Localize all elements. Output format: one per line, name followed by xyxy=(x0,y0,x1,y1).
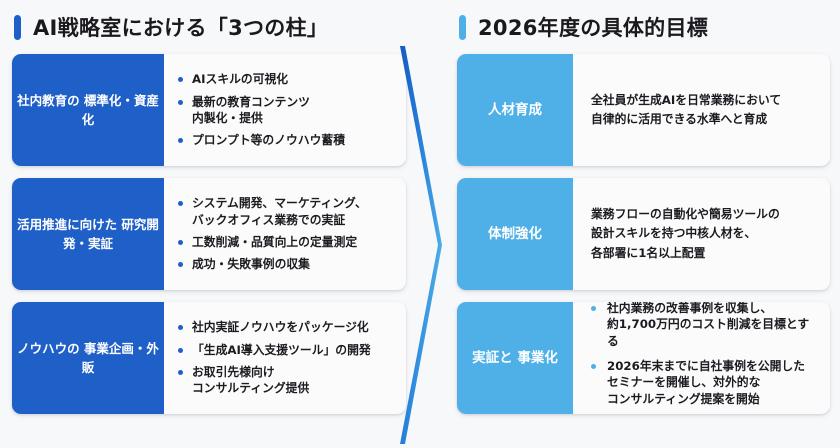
list-item: 社内業務の改善事例を収集し、 約1,700万円のコスト削減を目標とする xyxy=(591,302,818,349)
right-heading-text: 2026年度の具体的目標 xyxy=(478,16,709,40)
left-card-list: 社内教育の 標準化・資産化 AIスキルの可視化 最新の教育コンテンツ 内製化・提… xyxy=(12,54,406,414)
right-card-3-label: 実証と 事業化 xyxy=(457,302,573,414)
list-item: 成功・失敗事例の収集 xyxy=(178,256,396,272)
left-card-1[interactable]: 社内教育の 標準化・資産化 AIスキルの可視化 最新の教育コンテンツ 内製化・提… xyxy=(12,54,406,166)
left-card-3-body: 社内実証ノウハウをパッケージ化 「生成AI導入支援ツール」の開発 お取引先様向け… xyxy=(164,302,406,414)
left-card-2[interactable]: 活用推進に向けた 研究開発・実証 システム開発、マーケティング、 バックオフィス… xyxy=(12,178,406,290)
right-column: 2026年度の具体的目標 人材育成 全社員が生成AIを日常業務において 自律的に… xyxy=(448,0,840,448)
left-card-2-body: システム開発、マーケティング、 バックオフィス業務での実証 工数削減・品質向上の… xyxy=(164,178,406,290)
list-item: AIスキルの可視化 xyxy=(178,71,396,87)
right-card-3-body: 社内業務の改善事例を収集し、 約1,700万円のコスト削減を目標とする 2026… xyxy=(573,302,830,414)
right-card-2[interactable]: 体制強化 業務フローの自動化や簡易ツールの 設計スキルを持つ中核人材を、 各部署… xyxy=(457,178,830,290)
left-column: AI戦略室における「3つの柱」 社内教育の 標準化・資産化 AIスキルの可視化 … xyxy=(12,0,406,414)
right-card-1-text: 全社員が生成AIを日常業務において 自律的に活用できる水準へと育成 xyxy=(591,92,782,126)
left-heading-accent-bar xyxy=(14,14,21,40)
left-card-1-bullets: AIスキルの可視化 最新の教育コンテンツ 内製化・提供 プロンプト等のノウハウ蓄… xyxy=(178,71,396,148)
right-card-2-body: 業務フローの自動化や簡易ツールの 設計スキルを持つ中核人材を、 各部署に1名以上… xyxy=(573,178,830,290)
left-card-2-label: 活用推進に向けた 研究開発・実証 xyxy=(12,178,164,290)
right-heading-accent-bar xyxy=(459,14,466,40)
list-item: 社内実証ノウハウをパッケージ化 xyxy=(178,319,396,335)
right-card-2-label: 体制強化 xyxy=(457,178,573,290)
left-card-1-label: 社内教育の 標準化・資産化 xyxy=(12,54,164,166)
list-item: お取引先様向け コンサルティング提供 xyxy=(178,364,396,397)
list-item: システム開発、マーケティング、 バックオフィス業務での実証 xyxy=(178,195,396,228)
list-item: 2026年末までに自社事例を公開した セミナーを開催し、対外的な コンサルティン… xyxy=(591,358,818,407)
right-card-1-body: 全社員が生成AIを日常業務において 自律的に活用できる水準へと育成 xyxy=(573,54,830,166)
right-card-2-text: 業務フローの自動化や簡易ツールの 設計スキルを持つ中核人材を、 各部署に1名以上… xyxy=(591,207,780,260)
right-card-1[interactable]: 人材育成 全社員が生成AIを日常業務において 自律的に活用できる水準へと育成 xyxy=(457,54,830,166)
list-item: 最新の教育コンテンツ 内製化・提供 xyxy=(178,94,396,127)
right-card-list: 人材育成 全社員が生成AIを日常業務において 自律的に活用できる水準へと育成 体… xyxy=(457,54,830,414)
left-card-2-bullets: システム開発、マーケティング、 バックオフィス業務での実証 工数削減・品質向上の… xyxy=(178,195,396,272)
left-heading-text: AI戦略室における「3つの柱」 xyxy=(33,16,329,40)
left-card-1-body: AIスキルの可視化 最新の教育コンテンツ 内製化・提供 プロンプト等のノウハウ蓄… xyxy=(164,54,406,166)
left-card-3-bullets: 社内実証ノウハウをパッケージ化 「生成AI導入支援ツール」の開発 お取引先様向け… xyxy=(178,319,396,396)
left-card-3[interactable]: ノウハウの 事業企画・外販 社内実証ノウハウをパッケージ化 「生成AI導入支援ツ… xyxy=(12,302,406,414)
list-item: プロンプト等のノウハウ蓄積 xyxy=(178,132,396,148)
right-heading: 2026年度の具体的目標 xyxy=(457,0,830,54)
list-item: 工数削減・品質向上の定量測定 xyxy=(178,234,396,250)
list-item: 「生成AI導入支援ツール」の開発 xyxy=(178,342,396,358)
right-card-3[interactable]: 実証と 事業化 社内業務の改善事例を収集し、 約1,700万円のコスト削減を目標… xyxy=(457,302,830,414)
right-card-3-bullets: 社内業務の改善事例を収集し、 約1,700万円のコスト削減を目標とする 2026… xyxy=(591,302,818,414)
left-heading: AI戦略室における「3つの柱」 xyxy=(12,0,406,54)
left-card-3-label: ノウハウの 事業企画・外販 xyxy=(12,302,164,414)
right-card-1-label: 人材育成 xyxy=(457,54,573,166)
